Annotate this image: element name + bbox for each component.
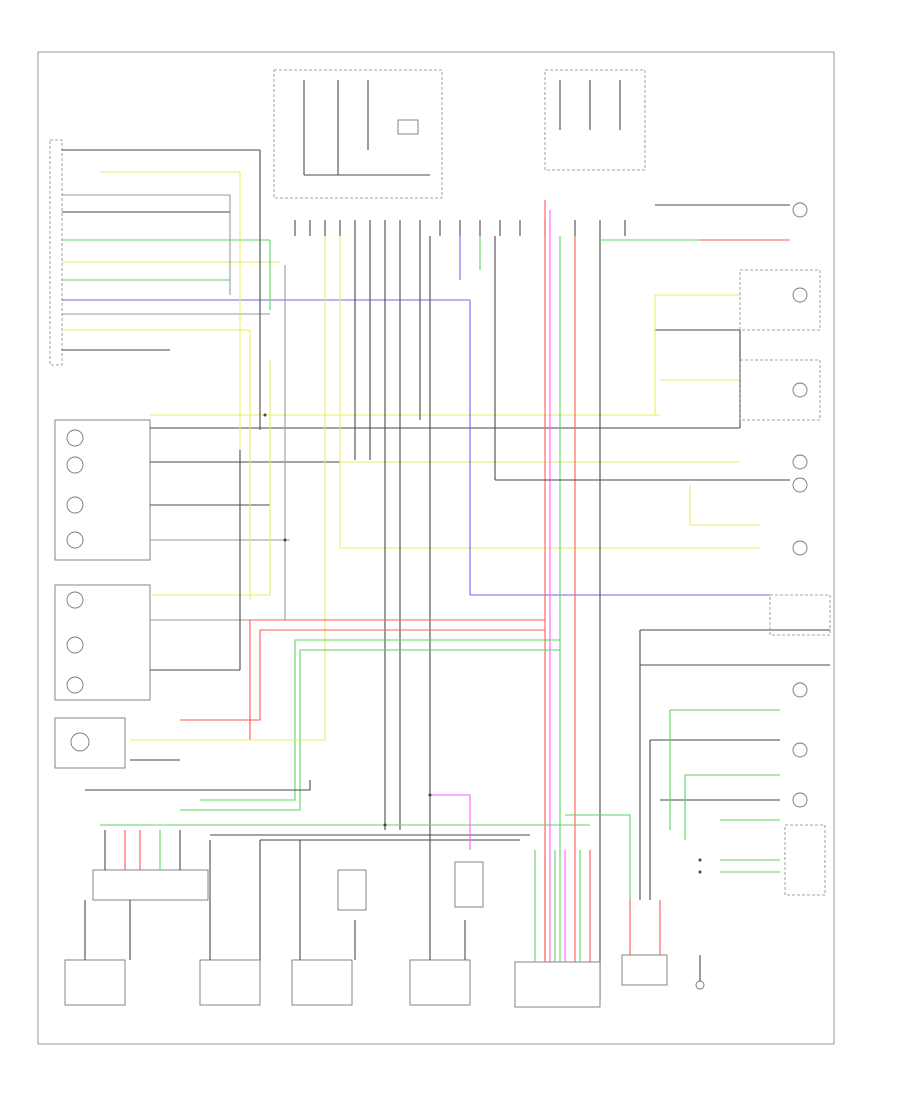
right-lamp-assembly bbox=[739, 269, 821, 331]
transmission-control-module bbox=[514, 850, 601, 1008]
door-lock-module bbox=[92, 830, 209, 901]
driver-door-actuator bbox=[199, 840, 261, 1006]
lamp-icon bbox=[792, 540, 808, 556]
lamp-icon bbox=[792, 742, 808, 758]
junction-dot bbox=[283, 538, 287, 542]
junction-dot bbox=[428, 793, 432, 797]
right-rear-door-actuator bbox=[409, 850, 484, 1006]
junction-dot bbox=[698, 858, 702, 862]
switch-box bbox=[784, 824, 826, 896]
lamp-icon bbox=[792, 454, 808, 470]
key-switch-unit bbox=[621, 900, 705, 990]
module-connector-row bbox=[294, 220, 626, 236]
lamp-icon bbox=[792, 792, 808, 808]
door-switch-panel bbox=[54, 584, 151, 701]
lamp-icon bbox=[792, 477, 808, 493]
switch-box bbox=[769, 594, 831, 636]
lamp-icon bbox=[792, 682, 808, 698]
rear-door-switch bbox=[54, 717, 126, 769]
passenger-door-actuator bbox=[64, 900, 131, 1006]
junction-dot bbox=[383, 823, 387, 827]
left-lamp-assembly bbox=[739, 359, 821, 421]
fuse-box-right bbox=[544, 69, 646, 171]
left-rear-door-actuator bbox=[291, 840, 367, 1006]
junction-dot bbox=[263, 413, 267, 417]
front-door-lock-switch bbox=[54, 419, 151, 561]
junction-dot bbox=[698, 870, 702, 874]
left-connector-block bbox=[49, 139, 470, 366]
fuse-box-left bbox=[273, 69, 443, 199]
diagram-border bbox=[37, 51, 835, 1045]
lamp-icon bbox=[792, 202, 808, 218]
